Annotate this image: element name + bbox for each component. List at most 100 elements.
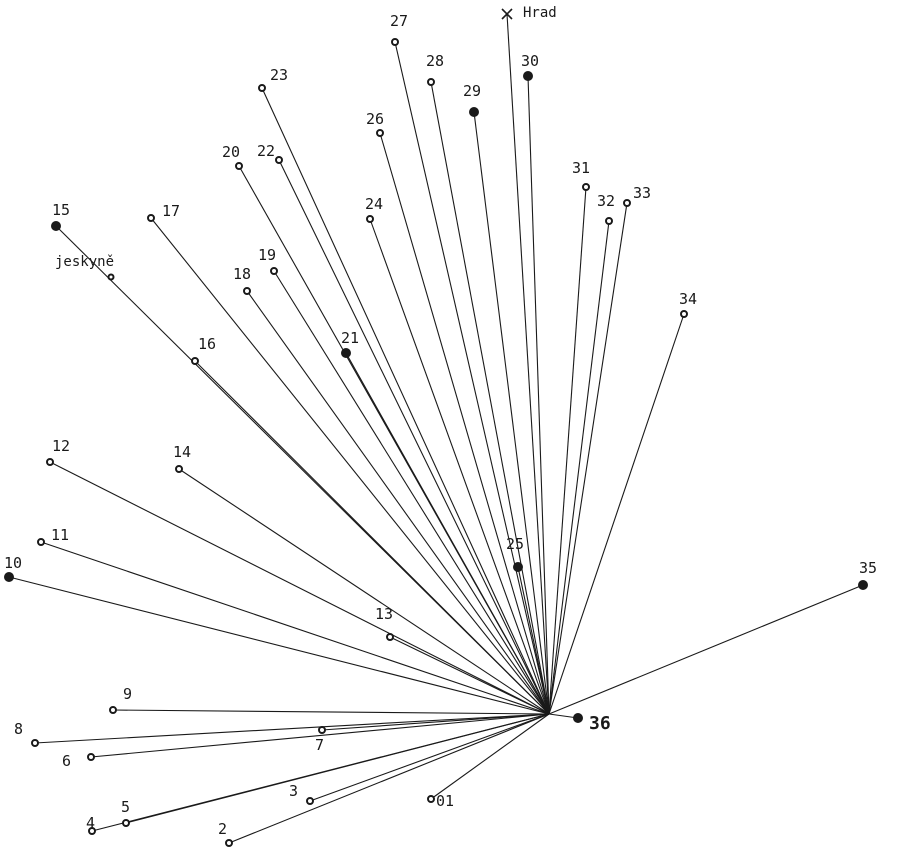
- ray-29: [473, 111, 550, 715]
- station-13-marker: [386, 633, 394, 641]
- ray-12: [49, 461, 550, 715]
- station-36-marker: [573, 713, 583, 723]
- ray-hrad: [506, 13, 550, 715]
- station-36-label: 36: [589, 713, 611, 734]
- station-6-label: 6: [62, 752, 71, 770]
- ray-30: [527, 75, 550, 715]
- station-14-label: 14: [173, 443, 191, 461]
- landmark-hrad-label: Hrad: [523, 5, 557, 21]
- ray-24: [369, 218, 550, 715]
- ray-3: [309, 713, 550, 802]
- station-31-marker: [582, 183, 590, 191]
- ray-8: [34, 713, 550, 744]
- station-21-marker: [341, 348, 351, 358]
- station-5-label: 5: [121, 798, 130, 816]
- station-20-marker: [235, 162, 243, 170]
- station-27-marker: [391, 38, 399, 46]
- station-31-label: 31: [572, 159, 590, 177]
- station-01-marker: [427, 795, 435, 803]
- station-34-marker: [680, 310, 688, 318]
- station-15-marker: [51, 221, 61, 231]
- station-35-marker: [858, 580, 868, 590]
- station-24-label: 24: [365, 195, 383, 213]
- ray-28: [430, 81, 550, 715]
- station-29-label: 29: [463, 82, 481, 100]
- station-17-marker: [147, 214, 155, 222]
- ray-9: [112, 709, 550, 715]
- ray-10: [8, 576, 550, 715]
- ray-26: [379, 132, 550, 715]
- station-21-label: 21: [341, 329, 359, 347]
- ray-17: [150, 217, 550, 715]
- station-19-label: 19: [258, 246, 276, 264]
- station-3-marker: [306, 797, 314, 805]
- landmark-jeskyne-marker: [107, 273, 115, 281]
- station-10-label: 10: [4, 554, 22, 572]
- station-11-marker: [37, 538, 45, 546]
- ray-14: [178, 468, 550, 715]
- station-4-label: 4: [86, 814, 95, 832]
- station-28-marker: [427, 78, 435, 86]
- station-5-marker: [122, 819, 130, 827]
- station-01-label: 01: [436, 792, 454, 810]
- station-2-label: 2: [218, 820, 227, 838]
- station-23-marker: [258, 84, 266, 92]
- rays-layer: [8, 13, 864, 844]
- station-7-marker: [318, 726, 326, 734]
- station-18-label: 18: [233, 265, 251, 283]
- station-4-marker: [88, 827, 96, 835]
- ray-11: [40, 541, 550, 715]
- station-26-marker: [376, 129, 384, 137]
- hrad-cross-icon-2: [501, 8, 513, 20]
- station-30-marker: [523, 71, 533, 81]
- nodes-layer: [4, 8, 868, 847]
- ray-33: [548, 202, 628, 715]
- ray-31: [548, 186, 587, 715]
- station-18-marker: [243, 287, 251, 295]
- station-17-label: 17: [162, 202, 180, 220]
- station-32-label: 32: [597, 192, 615, 210]
- station-34-label: 34: [679, 290, 697, 308]
- station-11-label: 11: [51, 526, 69, 544]
- ray-5: [125, 713, 550, 824]
- station-25-marker: [513, 562, 523, 572]
- station-3-label: 3: [289, 782, 298, 800]
- ray-16: [194, 360, 550, 715]
- station-13-label: 13: [375, 605, 393, 623]
- ray-22: [278, 159, 550, 715]
- station-10-marker: [4, 572, 14, 582]
- station-26-label: 26: [366, 110, 384, 128]
- station-25-label: 25: [506, 535, 524, 553]
- station-29-marker: [469, 107, 479, 117]
- station-16-label: 16: [198, 335, 216, 353]
- landmark-jeskyne-label: jeskyně: [55, 254, 114, 270]
- station-15-label: 15: [52, 201, 70, 219]
- station-35-label: 35: [859, 559, 877, 577]
- station-8-label: 8: [14, 720, 23, 738]
- station-33-label: 33: [633, 184, 651, 202]
- labels-layer: 0123456789101112131415161718192021222324…: [4, 5, 877, 838]
- station-9-label: 9: [123, 685, 132, 703]
- station-16-marker: [191, 357, 199, 365]
- station-19-marker: [270, 267, 278, 275]
- station-22-label: 22: [257, 142, 275, 160]
- station-12-marker: [46, 458, 54, 466]
- station-2-marker: [225, 839, 233, 847]
- station-30-label: 30: [521, 52, 539, 70]
- station-33-marker: [623, 199, 631, 207]
- ray-6: [90, 713, 550, 758]
- station-20-label: 20: [222, 143, 240, 161]
- station-6-marker: [87, 753, 95, 761]
- station-28-label: 28: [426, 52, 444, 70]
- station-12-label: 12: [52, 437, 70, 455]
- ray-34: [548, 313, 685, 715]
- ray-19: [273, 270, 550, 715]
- ray-21: [345, 352, 550, 715]
- ray-01: [430, 713, 550, 800]
- station-24-marker: [366, 215, 374, 223]
- ray-35: [548, 584, 864, 715]
- station-7-label: 7: [315, 736, 324, 754]
- ray-27: [394, 41, 550, 715]
- ray-18: [246, 290, 550, 715]
